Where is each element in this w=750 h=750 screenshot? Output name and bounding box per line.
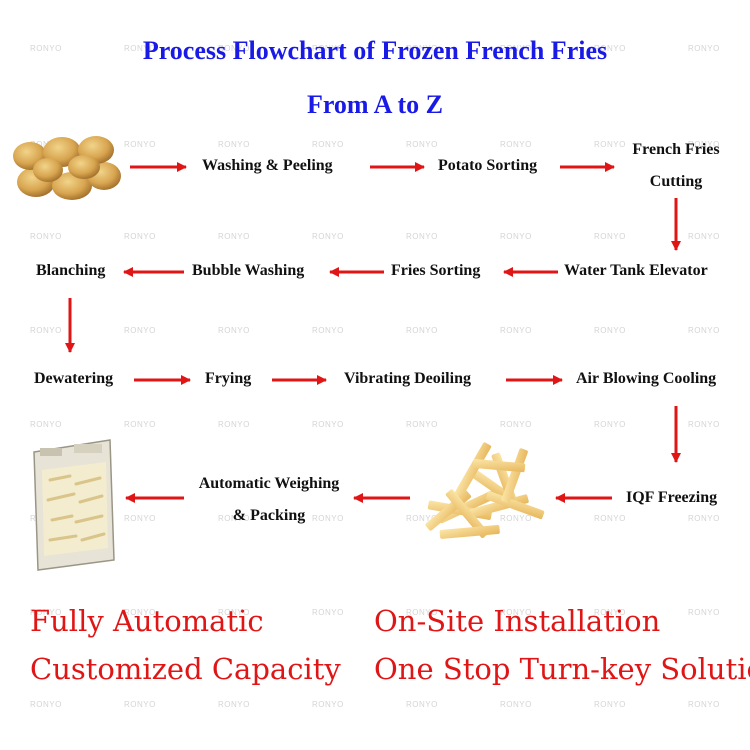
watermark-text: RONYO bbox=[218, 608, 250, 617]
watermark-text: RONYO bbox=[218, 140, 250, 149]
watermark-text: RONYO bbox=[218, 44, 250, 53]
step-fries-sorting: Fries Sorting bbox=[391, 262, 481, 279]
watermark-text: RONYO bbox=[312, 232, 344, 241]
watermark-text: RONYO bbox=[218, 420, 250, 429]
step-frying: Frying bbox=[205, 370, 252, 387]
watermark-text: RONYO bbox=[124, 140, 156, 149]
watermark-text: RONYO bbox=[406, 44, 438, 53]
watermark-text: RONYO bbox=[312, 608, 344, 617]
watermark-text: RONYO bbox=[594, 232, 626, 241]
watermark-text: RONYO bbox=[594, 608, 626, 617]
feature-turnkey-solution: One Stop Turn-key Solution bbox=[374, 652, 750, 686]
watermark-text: RONYO bbox=[406, 232, 438, 241]
watermark-text: RONYO bbox=[312, 420, 344, 429]
feature-on-site-installation: On-Site Installation bbox=[374, 604, 661, 638]
watermark-text: RONYO bbox=[124, 514, 156, 523]
watermark-text: RONYO bbox=[594, 700, 626, 709]
watermark-text: RONYO bbox=[124, 700, 156, 709]
watermark-text: RONYO bbox=[124, 44, 156, 53]
watermark-text: RONYO bbox=[406, 420, 438, 429]
watermark-text: RONYO bbox=[500, 608, 532, 617]
step-weighing-packing-line1: Automatic Weighing bbox=[198, 475, 340, 492]
watermark-text: RONYO bbox=[594, 514, 626, 523]
page-title: Process Flowchart of Frozen French Fries bbox=[142, 36, 608, 65]
watermark-text: RONYO bbox=[124, 608, 156, 617]
watermark-text: RONYO bbox=[688, 44, 720, 53]
watermark-text: RONYO bbox=[594, 140, 626, 149]
step-french-fries-cutting: French Fries Cutting bbox=[616, 134, 736, 198]
step-weighing-packing-line2: & Packing bbox=[232, 507, 306, 524]
watermark-text: RONYO bbox=[312, 700, 344, 709]
watermark-text: RONYO bbox=[688, 140, 720, 149]
watermark-text: RONYO bbox=[500, 514, 532, 523]
potatoes-image bbox=[13, 136, 121, 200]
step-french-fries-cutting-line2: Cutting bbox=[649, 173, 703, 190]
watermark-text: RONYO bbox=[500, 140, 532, 149]
watermark-text: RONYO bbox=[688, 608, 720, 617]
step-iqf-freezing: IQF Freezing bbox=[626, 489, 718, 506]
watermark-text: RONYO bbox=[30, 326, 62, 335]
feature-fully-automatic: Fully Automatic bbox=[30, 604, 264, 638]
watermark-text: RONYO bbox=[688, 232, 720, 241]
watermark-text: RONYO bbox=[500, 326, 532, 335]
watermark-text: RONYO bbox=[312, 514, 344, 523]
watermark-text: RONYO bbox=[500, 232, 532, 241]
watermark-text: RONYO bbox=[594, 420, 626, 429]
watermark-text: RONYO bbox=[406, 700, 438, 709]
watermark-text: RONYO bbox=[218, 700, 250, 709]
watermark-text: RONYO bbox=[500, 44, 532, 53]
watermark-text: RONYO bbox=[688, 326, 720, 335]
step-vibrating-deoiling: Vibrating Deoiling bbox=[344, 370, 471, 387]
watermark-text: RONYO bbox=[30, 608, 62, 617]
page-subtitle: From A to Z bbox=[306, 90, 444, 119]
watermark-text: RONYO bbox=[406, 514, 438, 523]
step-bubble-washing: Bubble Washing bbox=[192, 262, 305, 279]
watermark-text: RONYO bbox=[218, 232, 250, 241]
watermark-text: RONYO bbox=[594, 44, 626, 53]
fries-pile-image bbox=[425, 442, 545, 539]
watermark-text: RONYO bbox=[30, 232, 62, 241]
watermark-text: RONYO bbox=[312, 140, 344, 149]
step-water-tank-elevator: Water Tank Elevator bbox=[564, 262, 708, 279]
watermark-text: RONYO bbox=[124, 232, 156, 241]
watermark-text: RONYO bbox=[688, 700, 720, 709]
step-blanching: Blanching bbox=[36, 262, 106, 279]
watermark-text: RONYO bbox=[500, 420, 532, 429]
watermark-text: RONYO bbox=[30, 420, 62, 429]
step-dewatering: Dewatering bbox=[34, 370, 114, 387]
watermark-text: RONYO bbox=[688, 514, 720, 523]
watermark-text: RONYO bbox=[406, 608, 438, 617]
step-weighing-packing: Automatic Weighing & Packing bbox=[186, 468, 352, 532]
watermark-text: RONYO bbox=[312, 326, 344, 335]
watermark-text: RONYO bbox=[218, 326, 250, 335]
watermark-text: RONYO bbox=[688, 420, 720, 429]
watermark-text: RONYO bbox=[594, 326, 626, 335]
step-washing-peeling: Washing & Peeling bbox=[202, 157, 333, 174]
watermark-text: RONYO bbox=[124, 420, 156, 429]
watermark-text: RONYO bbox=[218, 514, 250, 523]
watermark-text: RONYO bbox=[30, 700, 62, 709]
watermark-text: RONYO bbox=[124, 326, 156, 335]
watermark-text: RONYO bbox=[312, 44, 344, 53]
step-air-blowing-cooling: Air Blowing Cooling bbox=[576, 370, 717, 387]
watermark-text: RONYO bbox=[406, 326, 438, 335]
watermark-text: RONYO bbox=[30, 44, 62, 53]
step-potato-sorting: Potato Sorting bbox=[438, 157, 538, 174]
frozen-fries-bag-image bbox=[33, 439, 115, 571]
watermark-text: RONYO bbox=[500, 700, 532, 709]
watermark-text: RONYO bbox=[406, 140, 438, 149]
step-french-fries-cutting-line1: French Fries bbox=[632, 141, 720, 158]
feature-customized-capacity: Customized Capacity bbox=[30, 652, 341, 686]
